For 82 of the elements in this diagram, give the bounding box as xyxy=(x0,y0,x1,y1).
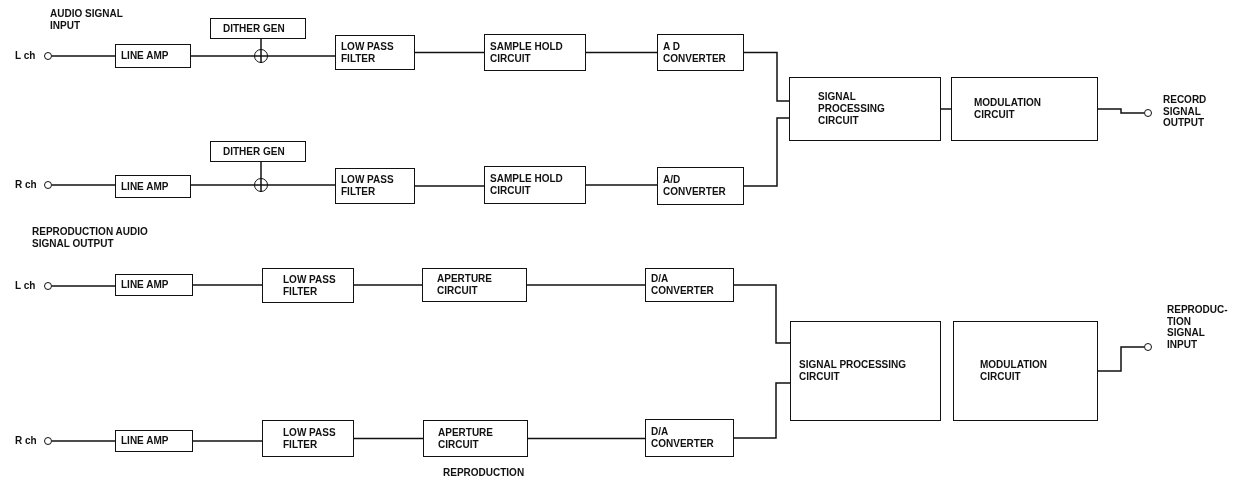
circuit-block xyxy=(645,419,734,457)
terminal-label: L ch xyxy=(15,50,37,62)
block-label: SIGNAL PROCESSING CIRCUIT xyxy=(818,91,886,127)
circuit-block xyxy=(210,18,306,39)
terminal-label: REPRODUC- TION SIGNAL INPUT xyxy=(1167,304,1229,350)
block-label: LOW PASS FILTER xyxy=(283,273,337,298)
signal-line xyxy=(267,184,336,186)
circuit-block xyxy=(115,175,191,198)
circuit-block xyxy=(423,420,528,457)
section-label: REPRODUCTION xyxy=(443,467,526,479)
circuit-block xyxy=(484,166,586,204)
circuit-block xyxy=(422,268,527,302)
signal-line xyxy=(267,55,336,57)
terminal-label: R ch xyxy=(15,435,38,447)
signal-line xyxy=(51,440,116,442)
signal-line xyxy=(1097,108,1145,114)
circuit-block xyxy=(335,35,415,70)
circuit-block xyxy=(953,321,1098,421)
signal-line xyxy=(260,161,262,179)
block-label: LOW PASS FILTER xyxy=(341,174,395,198)
signal-line xyxy=(743,51,790,102)
block-label: MODULATION CIRCUIT xyxy=(980,359,1049,383)
terminal-label: RECORD SIGNAL OUTPUT xyxy=(1163,94,1208,129)
signal-line xyxy=(526,284,646,286)
circuit-block xyxy=(790,321,941,421)
block-label: D/A CONVERTER xyxy=(651,273,715,297)
terminal-label: L ch xyxy=(15,280,37,292)
block-label: SAMPLE HOLD CIRCUIT xyxy=(490,173,564,197)
circuit-block xyxy=(484,34,586,71)
signal-line xyxy=(260,38,262,50)
signal-line xyxy=(51,55,116,57)
section-label: REPRODUCTION AUDIO SIGNAL OUTPUT xyxy=(32,226,149,250)
block-label: LOW PASS FILTER xyxy=(341,40,395,65)
summing-junction xyxy=(254,49,268,63)
circuit-block xyxy=(951,77,1098,141)
signal-line xyxy=(733,284,791,344)
circuit-block xyxy=(789,77,941,141)
signal-line xyxy=(51,184,116,186)
block-label: SAMPLE HOLD CIRCUIT xyxy=(490,40,564,65)
signal-line xyxy=(192,284,263,286)
signal-line xyxy=(527,437,646,440)
signal-line xyxy=(414,51,485,54)
circuit-block xyxy=(262,268,354,303)
section-label: AUDIO SIGNAL INPUT xyxy=(50,8,124,32)
block-label: APERTURE CIRCUIT xyxy=(437,273,493,297)
circuit-block xyxy=(645,268,734,302)
signal-line xyxy=(585,51,658,54)
signal-line xyxy=(743,117,790,187)
signal-line xyxy=(353,437,424,440)
block-label: APERTURE CIRCUIT xyxy=(438,426,494,451)
block-label: SIGNAL PROCESSING CIRCUIT xyxy=(799,359,908,383)
block-label: LINE AMP xyxy=(121,50,170,62)
signal-line xyxy=(585,184,658,186)
circuit-block xyxy=(115,44,191,68)
block-label: LINE AMP xyxy=(121,279,170,291)
block-label: LINE AMP xyxy=(121,435,170,447)
signal-line xyxy=(353,284,423,286)
block-label: LINE AMP xyxy=(121,180,170,193)
terminal-label: R ch xyxy=(15,179,38,191)
block-label: DITHER GEN xyxy=(223,145,286,158)
signal-line xyxy=(1097,346,1145,372)
circuit-block xyxy=(335,168,415,204)
signal-line xyxy=(940,108,952,110)
signal-line xyxy=(190,55,255,57)
signal-line xyxy=(414,185,485,187)
circuit-block xyxy=(210,141,306,162)
circuit-block xyxy=(657,34,744,71)
block-label: LOW PASS FILTER xyxy=(283,426,337,451)
summing-junction xyxy=(254,178,268,192)
circuit-block xyxy=(115,274,193,296)
block-label: A/D CONVERTER xyxy=(663,174,727,198)
block-label: MODULATION CIRCUIT xyxy=(974,97,1043,121)
block-label: A D CONVERTER xyxy=(663,40,727,65)
block-label: DITHER GEN xyxy=(223,22,286,35)
signal-line xyxy=(192,440,263,442)
circuit-block xyxy=(262,420,354,457)
signal-line xyxy=(51,285,116,287)
circuit-block xyxy=(115,430,193,452)
circuit-block xyxy=(657,167,744,205)
signal-line xyxy=(190,184,255,186)
signal-line xyxy=(733,382,791,439)
block-label: D/A CONVERTER xyxy=(651,426,715,450)
